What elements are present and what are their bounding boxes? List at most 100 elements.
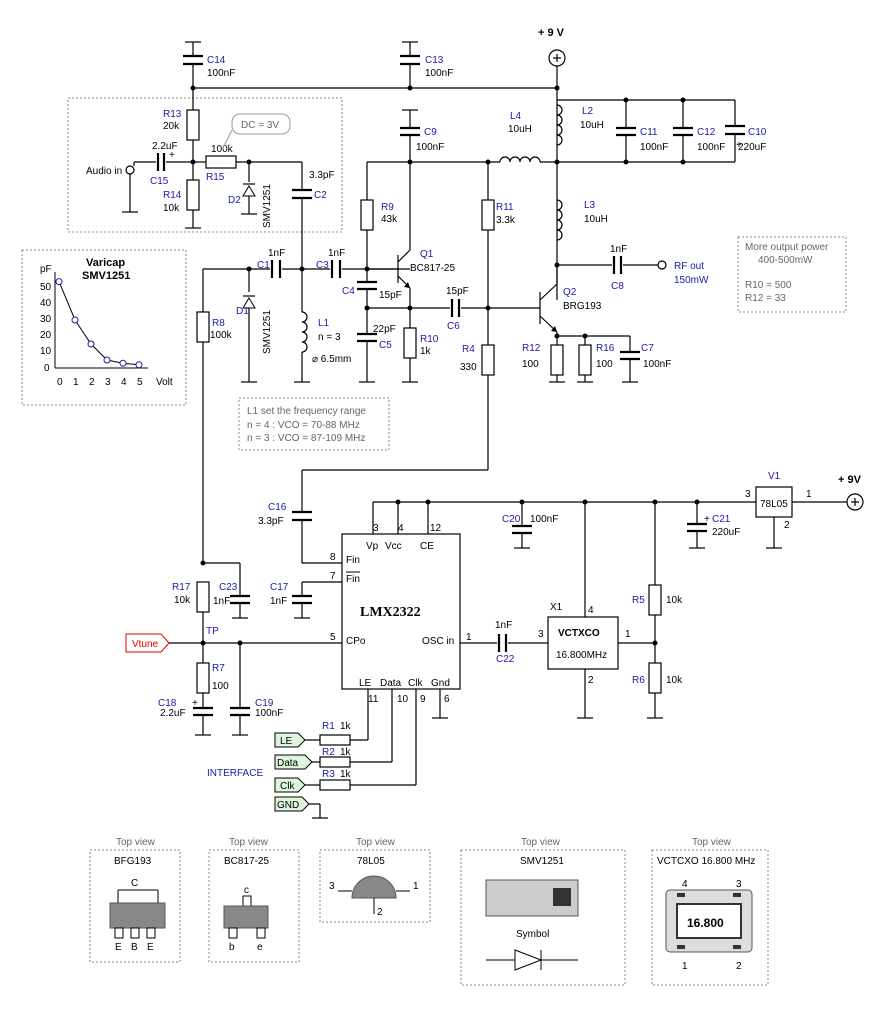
svg-text:10uH: 10uH <box>584 214 608 225</box>
svg-text:L1: L1 <box>318 318 330 329</box>
svg-text:CPo: CPo <box>346 636 366 647</box>
svg-text:Top view: Top view <box>521 837 561 848</box>
svg-text:Top view: Top view <box>229 837 269 848</box>
svg-text:100nF: 100nF <box>697 142 725 153</box>
svg-text:GND: GND <box>277 800 299 811</box>
svg-text:R8: R8 <box>212 318 225 329</box>
svg-text:1nF: 1nF <box>328 248 345 259</box>
rf-output-terminal[interactable] <box>657 260 667 270</box>
svg-text:C16: C16 <box>268 502 287 513</box>
svg-text:4: 4 <box>121 377 127 388</box>
svg-text:E: E <box>147 942 154 953</box>
svg-text:1: 1 <box>682 961 688 972</box>
le-port[interactable]: LE <box>274 732 306 748</box>
svg-text:R1: R1 <box>322 721 335 732</box>
gnd-port[interactable]: GND <box>274 796 310 812</box>
svg-text:100nF: 100nF <box>643 359 671 370</box>
svg-text:L2: L2 <box>582 106 594 117</box>
svg-text:Q1: Q1 <box>420 249 434 260</box>
svg-text:+: + <box>169 150 175 161</box>
svg-text:20k: 20k <box>163 121 180 132</box>
svg-text:1: 1 <box>625 629 631 640</box>
svg-text:2: 2 <box>588 675 594 686</box>
svg-text:C20: C20 <box>502 514 521 525</box>
svg-text:220uF: 220uF <box>738 142 766 153</box>
svg-text:Clk: Clk <box>408 678 423 689</box>
svg-text:X1: X1 <box>550 602 563 613</box>
svg-text:R7: R7 <box>212 663 225 674</box>
svg-text:8: 8 <box>330 552 336 563</box>
svg-text:R14: R14 <box>163 190 182 201</box>
svg-text:BC817-25: BC817-25 <box>224 856 269 867</box>
svg-text:R5: R5 <box>632 595 645 606</box>
svg-text:C14: C14 <box>207 55 226 66</box>
svg-text:30: 30 <box>40 314 52 325</box>
svg-text:Q2: Q2 <box>563 287 577 298</box>
svg-text:C8: C8 <box>611 281 624 292</box>
data-port[interactable]: Data <box>274 754 313 770</box>
varicap-graph-box <box>21 249 187 406</box>
svg-text:2.2uF: 2.2uF <box>160 708 186 719</box>
svg-text:Data: Data <box>277 758 299 769</box>
svg-text:10k: 10k <box>174 595 191 606</box>
svg-text:9: 9 <box>420 694 426 705</box>
svg-text:2: 2 <box>89 377 95 388</box>
svg-text:V1: V1 <box>768 471 781 482</box>
svg-text:2: 2 <box>736 961 742 972</box>
svg-text:4: 4 <box>588 605 594 616</box>
svg-text:10: 10 <box>397 694 409 705</box>
svg-text:D2: D2 <box>228 195 241 206</box>
supply-top: + 9 V <box>538 27 566 67</box>
varicap-point-2 <box>87 340 95 348</box>
svg-text:3.3pF: 3.3pF <box>258 516 284 527</box>
svg-text:C: C <box>131 878 138 889</box>
svg-text:10k: 10k <box>666 595 683 606</box>
svg-text:1k: 1k <box>340 747 352 758</box>
svg-text:220uF: 220uF <box>712 527 740 538</box>
svg-text:3: 3 <box>329 881 335 892</box>
svg-text:C3: C3 <box>316 260 329 271</box>
svg-text:+: + <box>192 698 198 709</box>
svg-text:SMV1251: SMV1251 <box>82 270 130 282</box>
lmx2322-ic: LMX2322 Vp Vcc CE Fin Fin CPo OSC in LE … <box>341 533 461 690</box>
svg-text:100k: 100k <box>210 330 233 341</box>
svg-text:e: e <box>257 942 263 953</box>
svg-text:+: + <box>736 140 742 151</box>
svg-text:5: 5 <box>137 377 143 388</box>
svg-text:R15: R15 <box>206 172 225 183</box>
svg-text:100nF: 100nF <box>640 142 668 153</box>
varicap-curve <box>55 278 143 369</box>
svg-text:C12: C12 <box>697 127 716 138</box>
audio-input[interactable]: Audio in <box>86 165 138 213</box>
vctcxo-pinout: 16.800 4 3 1 2 <box>665 879 753 972</box>
svg-text:1: 1 <box>806 489 812 500</box>
svg-text:3.3pF: 3.3pF <box>309 170 335 181</box>
vtune-tag[interactable]: Vtune <box>125 633 170 653</box>
svg-text:100: 100 <box>596 359 613 370</box>
svg-text:C4: C4 <box>342 286 355 297</box>
svg-text:1: 1 <box>73 377 79 388</box>
svg-text:0: 0 <box>57 377 63 388</box>
v1-regulator: 78L05 V1 <box>755 471 793 518</box>
svg-text:VCTXCO: VCTXCO <box>558 628 600 639</box>
svg-text:100: 100 <box>212 681 229 692</box>
l1-note-box <box>238 397 390 451</box>
svg-text:1: 1 <box>466 632 472 643</box>
svg-text:150mW: 150mW <box>674 275 709 286</box>
svg-text:2: 2 <box>377 907 383 918</box>
svg-text:10k: 10k <box>666 675 683 686</box>
svg-text:C6: C6 <box>447 321 460 332</box>
svg-text:LE: LE <box>280 736 293 747</box>
svg-text:R4: R4 <box>462 344 475 355</box>
svg-text:LE: LE <box>359 678 372 689</box>
svg-text:1nF: 1nF <box>610 244 627 255</box>
svg-text:R3: R3 <box>322 769 335 780</box>
svg-text:100nF: 100nF <box>416 142 444 153</box>
svg-text:R12 = 33: R12 = 33 <box>745 293 786 304</box>
svg-text:22pF: 22pF <box>373 324 396 335</box>
svg-text:C13: C13 <box>425 55 444 66</box>
svg-text:Vp: Vp <box>366 541 379 552</box>
svg-text:n = 3: n = 3 <box>318 332 341 343</box>
clk-port[interactable]: Clk <box>274 777 306 793</box>
